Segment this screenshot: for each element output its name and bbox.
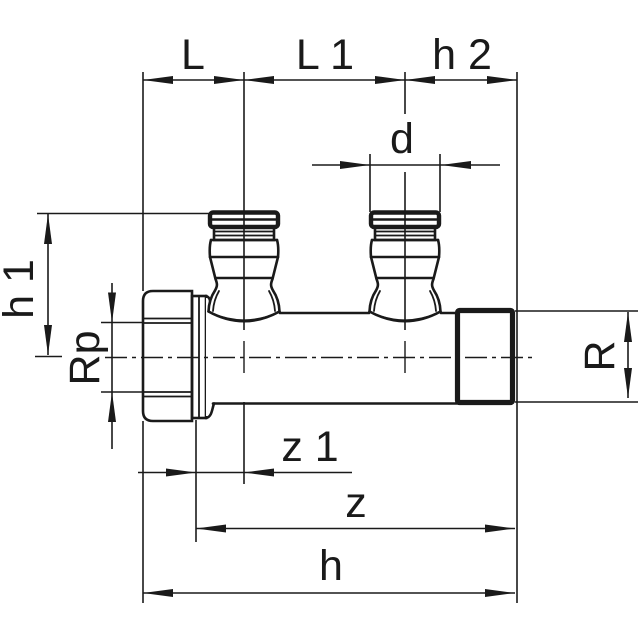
dimension-h2: h 2 [405, 31, 517, 84]
outlet-spigot [454, 307, 516, 406]
dim-label-d: d [390, 115, 414, 163]
connector-right-profile [269, 238, 281, 313]
dim-label-R: R [576, 340, 624, 371]
fitting-body [141, 210, 516, 423]
dome-inner-line [429, 290, 437, 312]
dimension-lines: L L 1 h 2 d h 1 Rp R [0, 31, 632, 597]
union-nut [141, 289, 194, 423]
dim-label-L: L [181, 31, 205, 79]
connector-left-profile [207, 238, 219, 313]
dome-inner-line [212, 290, 220, 312]
centerlines [105, 341, 537, 373]
barrel-shoulder-bottom [204, 402, 216, 420]
dimension-L1: L 1 [244, 31, 405, 84]
dimension-z: z [196, 479, 515, 533]
dome-inner-line [268, 290, 276, 312]
dimension-d: d [312, 115, 500, 169]
dim-label-h1: h 1 [0, 259, 43, 319]
dim-label-z1: z 1 [281, 423, 338, 471]
dim-label-h: h [319, 542, 343, 590]
dimension-L: L [143, 31, 244, 84]
dim-label-z: z [345, 479, 367, 527]
dimension-h: h [143, 542, 515, 597]
dimension-z1: z 1 [138, 423, 352, 477]
dimension-Rp: Rp [61, 283, 116, 449]
dim-label-L1: L 1 [296, 31, 354, 79]
dome-inner-line [373, 290, 381, 312]
connector-right-profile [430, 238, 442, 313]
extension-lines [35, 72, 638, 603]
dim-label-h2: h 2 [432, 31, 492, 79]
connector-left-profile [368, 238, 380, 313]
dimension-R: R [576, 312, 632, 398]
dim-label-Rp: Rp [61, 331, 109, 386]
dimension-h1: h 1 [0, 214, 53, 355]
